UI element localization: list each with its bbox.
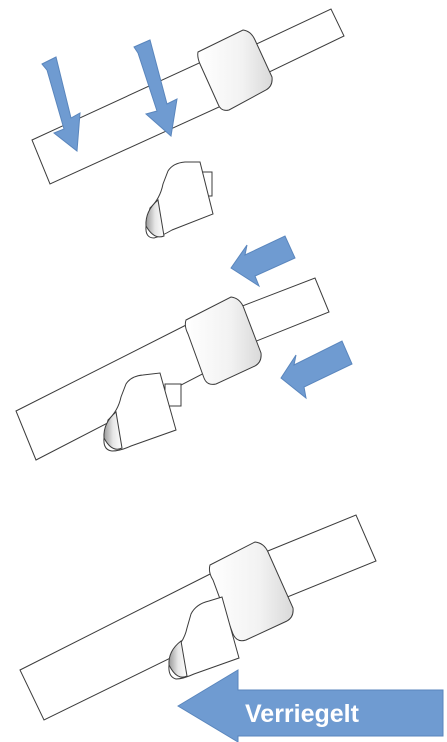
step3-collar: [208, 541, 294, 642]
step1-latch-clip: [145, 161, 214, 239]
step2-arrow-left-top: [230, 235, 296, 288]
step3-latch-clip: [168, 596, 240, 680]
step-1-group: [31, 8, 345, 239]
step-2-group: [15, 235, 353, 461]
step1-arrow-down-right: [133, 39, 178, 137]
step2-arrow-left-bottom: [280, 340, 353, 400]
step2-collar: [184, 296, 262, 385]
step1-arrow-down-left: [41, 56, 81, 152]
step-3-group: Verriegelt: [19, 514, 444, 742]
step2-latch-clip: [103, 372, 182, 452]
step1-collar: [197, 29, 273, 111]
step3-callout-arrow: [177, 669, 444, 742]
locked-callout-label: Verriegelt: [245, 700, 360, 728]
